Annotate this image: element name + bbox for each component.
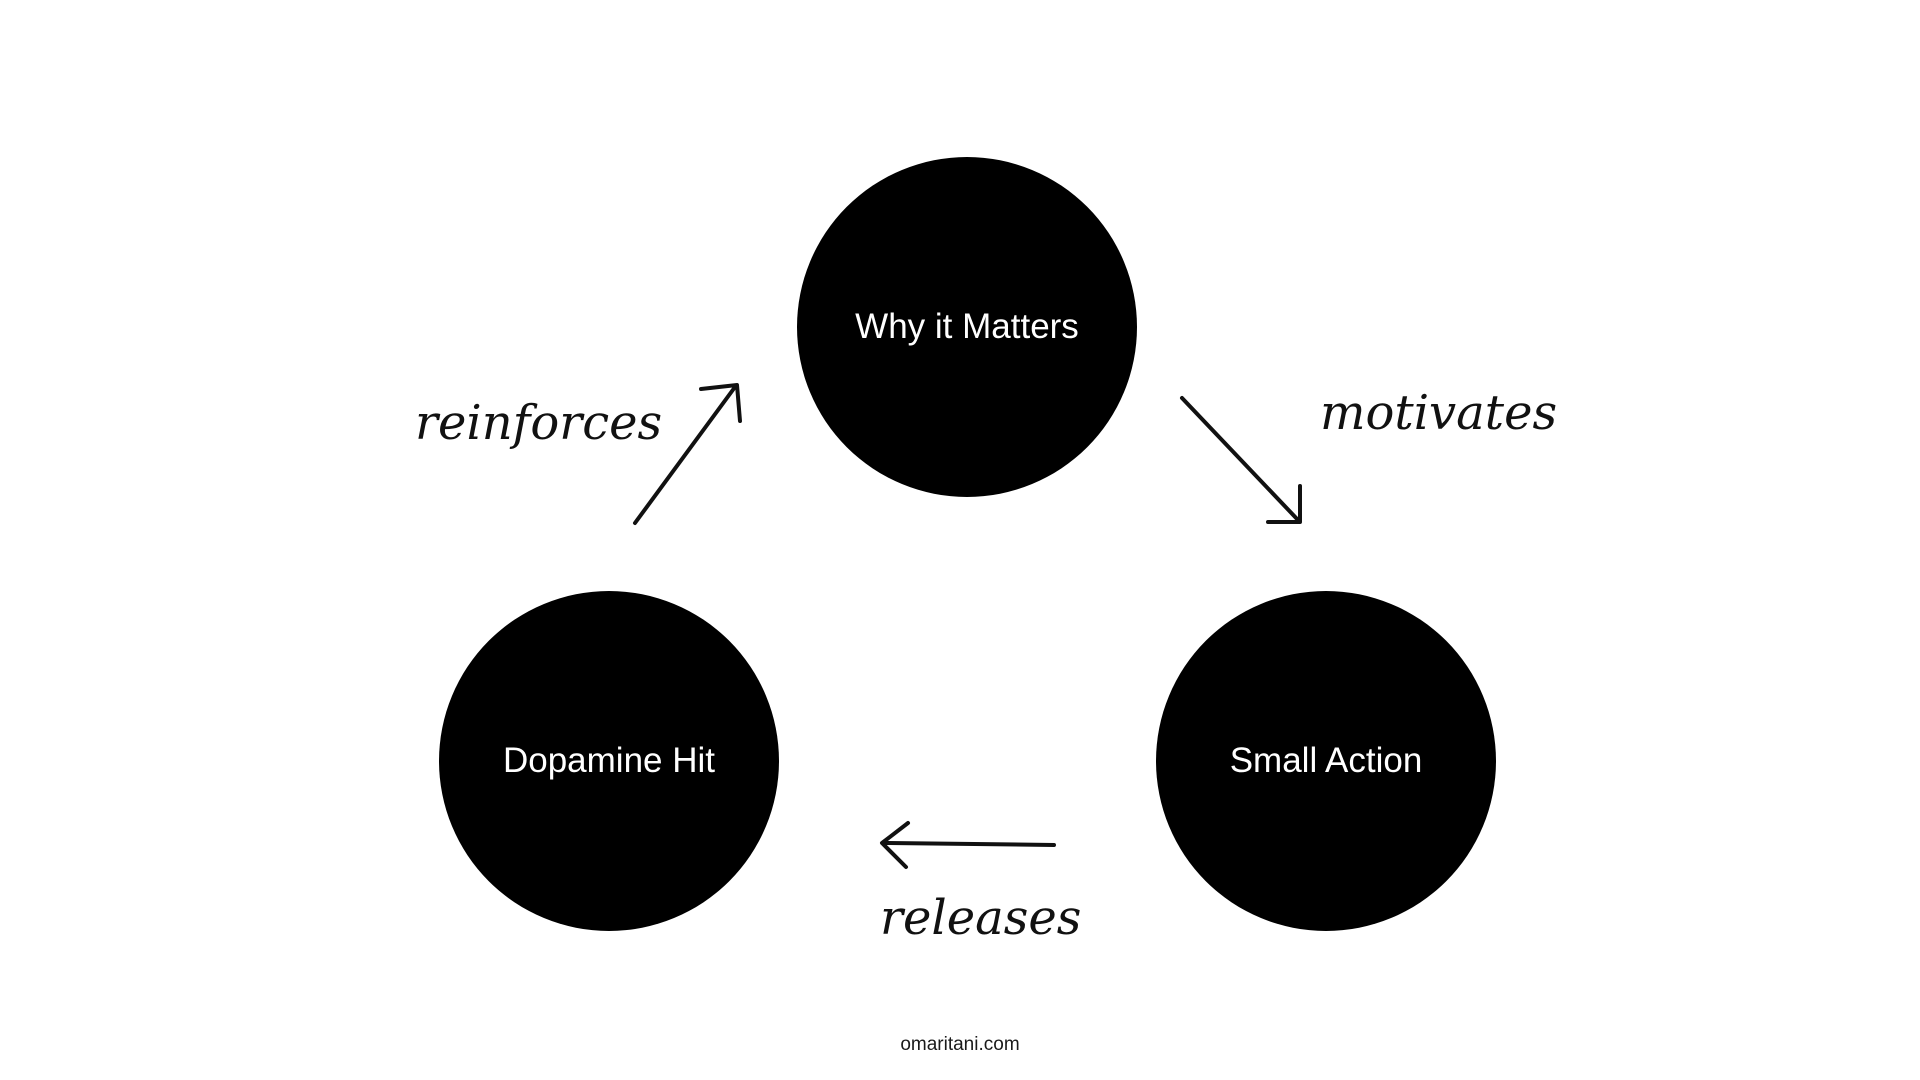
footer-credit: omaritani.com (900, 1034, 1020, 1055)
node-why-it-matters-label: Why it Matters (855, 307, 1079, 346)
edge-label-releases: releases (880, 890, 1082, 946)
arrow-reinforces (633, 383, 742, 525)
node-dopamine-hit: Dopamine Hit (439, 591, 779, 931)
node-why-it-matters: Why it Matters (797, 157, 1137, 497)
node-small-action-label: Small Action (1229, 741, 1423, 780)
arrow-motivates (1180, 396, 1302, 524)
arrow-releases (880, 821, 1056, 869)
edge-label-reinforces: reinforces (415, 395, 663, 451)
node-small-action: Small Action (1156, 591, 1496, 931)
edge-label-motivates: motivates (1320, 385, 1558, 441)
node-dopamine-hit-label: Dopamine Hit (502, 741, 716, 780)
